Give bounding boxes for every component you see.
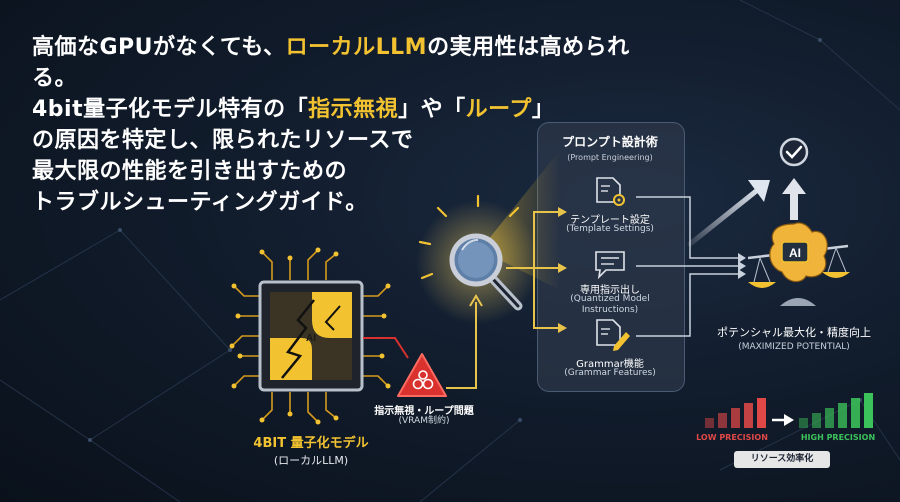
growth-arrow-icon <box>687 180 770 247</box>
quantized-chip-icon <box>258 280 364 392</box>
headline-text: 」や「 <box>398 97 466 122</box>
chip-title: 4BIT 量子化モデル <box>253 436 369 451</box>
magnifier-rays <box>418 194 520 280</box>
headline: 高価なGPUがなくても、ローカルLLMの実用性は高められる。 4bit量子化モデ… <box>32 32 672 218</box>
problem-subtitle: (VRAM制約) <box>398 416 450 426</box>
headline-line-5: トラブルシューティングガイド。 <box>32 190 368 215</box>
low-precision-bar <box>744 403 753 428</box>
headline-line-3: の原因を特定し、限られたリソースで <box>32 128 414 153</box>
low-precision-bars <box>705 398 766 428</box>
precision-arrow-icon <box>772 414 794 426</box>
panel-subtitle: (Prompt Engineering) <box>567 153 653 162</box>
chip-to-problem-connector <box>363 337 409 359</box>
low-precision-bar <box>757 398 766 428</box>
headline-highlight: 指示無視 <box>308 97 399 122</box>
chip-ai-label: AI <box>306 333 316 344</box>
low-precision-bar <box>731 408 740 428</box>
high-precision-bar <box>799 418 808 428</box>
high-precision-bar <box>851 398 860 428</box>
high-precision-label: HIGH PRECISION <box>800 433 876 442</box>
pencil-document-icon <box>596 319 630 351</box>
panel-title: プロンプト設計術 <box>562 135 658 149</box>
high-precision-bar <box>838 403 847 428</box>
result-title: ポテンシャル最大化・精度向上 <box>717 326 871 339</box>
template-settings-subtitle: (Template Settings) <box>566 224 654 234</box>
template-settings-label: テンプレート設定 <box>570 215 650 226</box>
low-precision-label: LOW PRECISION <box>696 433 768 442</box>
grammar-features-subtitle: (Grammar Features) <box>564 368 656 378</box>
chat-bubble-icon <box>595 251 625 280</box>
brain-ai-icon: AI <box>769 222 828 283</box>
low-precision-bar <box>718 413 727 428</box>
circuit-traces <box>231 249 389 423</box>
problem-title: 指示無視・ループ問題 <box>374 406 474 417</box>
high-precision-bars <box>799 393 873 428</box>
gear-document-icon <box>596 177 625 206</box>
prompt-engineering-panel <box>537 122 685 392</box>
high-precision-bar <box>812 413 821 428</box>
analysis-branches <box>506 211 560 329</box>
low-precision-bar <box>705 418 714 428</box>
resource-efficiency-badge: リソース効率化 <box>734 451 830 468</box>
quantized-instructions-subtitle: (Quantized Model Instructions) <box>570 294 650 315</box>
check-circle-icon <box>779 137 809 167</box>
result-subtitle: (MAXIMIZED POTENTIAL) <box>738 342 850 352</box>
high-precision-bar <box>825 408 834 428</box>
quantized-instructions-label: 専用指示出し <box>580 285 640 296</box>
headline-text: 4bit量子化モデル特有の「 <box>32 97 309 122</box>
headline-text: の実用性は高められる。 <box>32 35 630 91</box>
output-lines <box>636 196 740 337</box>
problem-to-analysis-connector <box>446 302 477 389</box>
headline-text: 高価なGPUがなくても、 <box>32 35 286 60</box>
warning-triangle-icon <box>397 353 447 397</box>
brain-ai-label: AI <box>789 246 801 260</box>
headline-text: 」 <box>531 97 555 122</box>
chip-subtitle: (ローカルLLM) <box>273 454 349 467</box>
headline-line-4: 最大限の性能を引き出すための <box>32 159 348 184</box>
up-arrow-icon <box>782 178 806 220</box>
grammar-features-label: Grammar機能 <box>576 359 644 370</box>
magnifier-icon <box>449 233 523 311</box>
high-precision-bar <box>864 393 873 428</box>
headline-highlight: ローカルLLM <box>285 35 428 60</box>
headline-line-1: 高価なGPUがなくても、ローカルLLMの実用性は高められる。 <box>32 32 672 94</box>
headline-highlight: ループ <box>465 97 532 122</box>
headline-line-2: 4bit量子化モデル特有の「指示無視」や「ループ」 <box>32 94 672 125</box>
